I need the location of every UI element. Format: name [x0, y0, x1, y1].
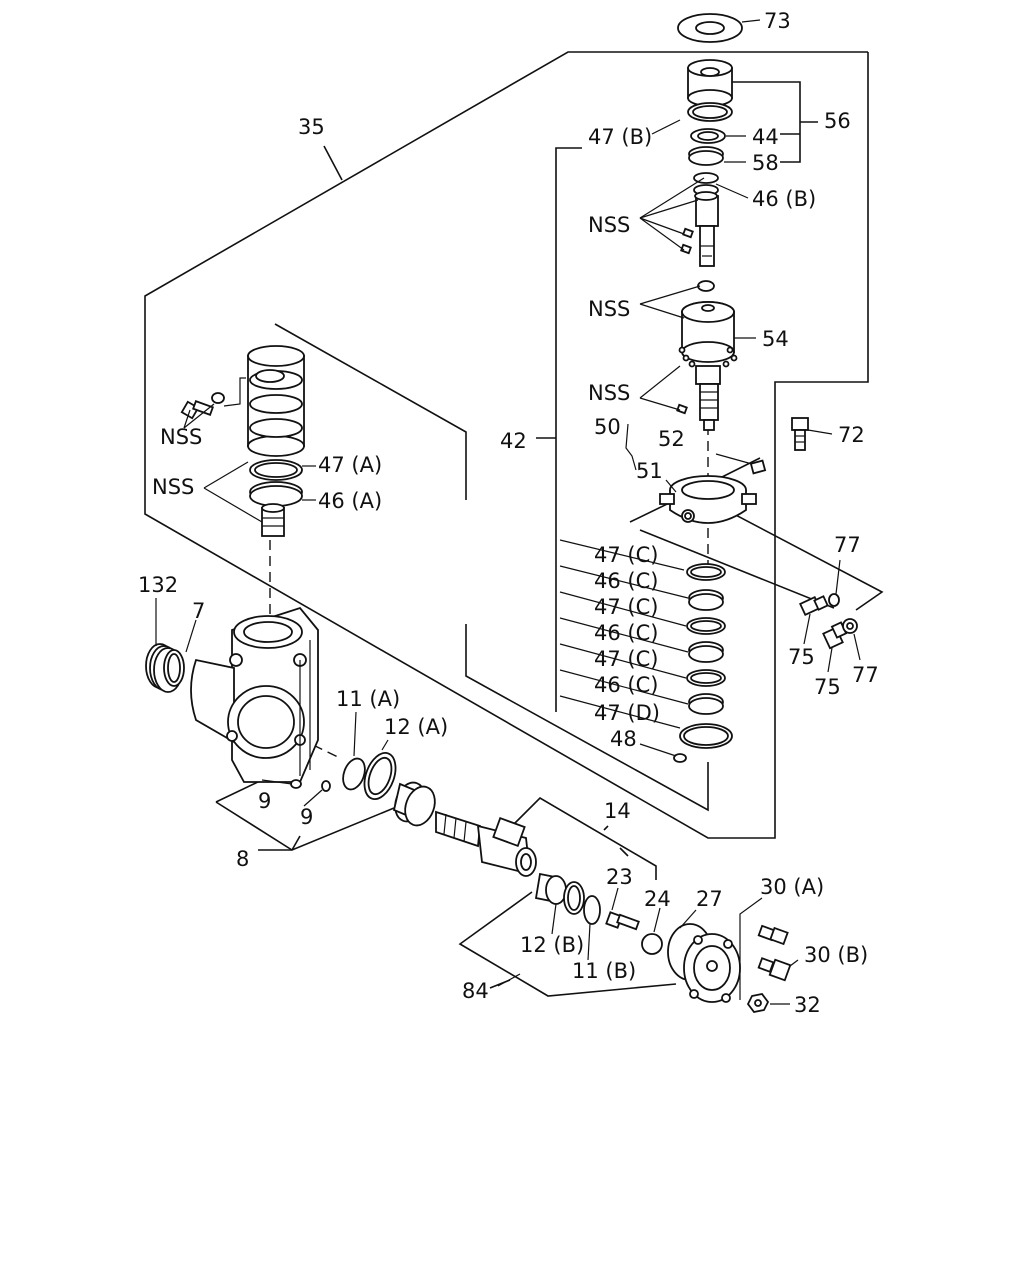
callout-11a: 11 (A) — [336, 687, 400, 711]
seal-47a — [249, 459, 303, 481]
callout-30a: 30 (A) — [760, 875, 824, 899]
rotor-54 — [678, 301, 738, 368]
callout-52: 52 — [658, 427, 685, 451]
seal-stack — [673, 563, 733, 763]
callout-84: 84 — [462, 979, 489, 1003]
callout-46c-2: 46 (C) — [594, 621, 658, 645]
callout-11b: 11 (B) — [572, 959, 636, 983]
callout-35: 35 — [298, 115, 325, 139]
ring-7 — [163, 649, 185, 687]
callout-7: 7 — [192, 599, 205, 623]
callout-nss-4: NSS — [160, 425, 202, 449]
bearing-58 — [688, 146, 724, 166]
callout-8: 8 — [236, 847, 249, 871]
callout-47c-1: 47 (C) — [594, 543, 658, 567]
callout-nss-3: NSS — [588, 381, 630, 405]
callout-46c-1: 46 (C) — [594, 569, 658, 593]
callout-73: 73 — [764, 9, 791, 33]
callout-75-a: 75 — [788, 645, 815, 669]
callout-14: 14 — [604, 799, 631, 823]
callout-77-b: 77 — [852, 663, 879, 687]
group-bracket-56 — [726, 81, 818, 163]
group-bracket-14 — [511, 796, 657, 880]
callout-32: 32 — [794, 993, 821, 1017]
spacer-24 — [641, 933, 663, 955]
callout-46c-3: 46 (C) — [594, 673, 658, 697]
small-parts-9 — [290, 779, 331, 792]
torsion-bar-spline — [676, 365, 721, 431]
plug-52 — [749, 459, 767, 475]
callout-30b: 30 (B) — [804, 943, 868, 967]
dust-seal-73 — [677, 13, 743, 43]
washer-77-b — [842, 618, 858, 634]
bolt-30a — [757, 924, 789, 946]
gear-housing — [190, 606, 319, 783]
valve-body-51 — [659, 475, 757, 524]
bolt-nss — [180, 377, 246, 420]
callout-nss-2: NSS — [588, 297, 630, 321]
nut-32 — [746, 993, 770, 1013]
callout-46b: 46 (B) — [752, 187, 816, 211]
needle-bearing — [392, 781, 436, 827]
callout-12a: 12 (A) — [384, 715, 448, 739]
callout-72: 72 — [838, 423, 865, 447]
washer-77-a — [828, 593, 840, 607]
seal-ring-47b — [687, 102, 733, 122]
ball-small — [697, 280, 715, 292]
bolt-30b — [757, 957, 792, 982]
callout-12b: 12 (B) — [520, 933, 584, 957]
callout-9-a: 9 — [258, 789, 271, 813]
group-bracket-42 — [536, 147, 582, 712]
seal-46a — [249, 481, 303, 507]
callout-47c-3: 47 (C) — [594, 647, 658, 671]
callout-50: 50 — [594, 415, 621, 439]
bearing-12b — [534, 872, 567, 905]
callout-132: 132 — [138, 573, 178, 597]
callout-47d: 47 (D) — [594, 701, 660, 725]
callout-77-a: 77 — [834, 533, 861, 557]
snap-ring-11a — [342, 757, 366, 791]
callout-9-b: 9 — [300, 805, 313, 829]
callout-51: 51 — [636, 459, 663, 483]
callout-47c-2: 47 (C) — [594, 595, 658, 619]
valve-shaft — [680, 172, 719, 267]
callout-47b: 47 (B) — [588, 125, 652, 149]
group-bracket-35 — [144, 51, 869, 839]
callout-labels: 73 56 44 58 47 (B) 46 (B) 35 NSS NSS 54 … — [138, 9, 879, 1017]
callout-75-b: 75 — [814, 675, 841, 699]
bolt-72 — [791, 417, 809, 451]
washer-44 — [690, 128, 726, 144]
leader-lines — [155, 19, 861, 1005]
oil-seal-cap — [687, 59, 733, 107]
callout-58: 58 — [752, 151, 779, 175]
callout-27: 27 — [696, 887, 723, 911]
side-cover — [683, 933, 741, 1003]
callout-23: 23 — [606, 865, 633, 889]
group-bracket-8 — [215, 779, 395, 851]
callout-47a: 47 (A) — [318, 453, 382, 477]
seal-12a — [363, 752, 397, 800]
bolt-23 — [605, 911, 640, 931]
callout-54: 54 — [762, 327, 789, 351]
sector-shaft-14 — [435, 810, 537, 877]
callout-nss-1: NSS — [588, 213, 630, 237]
piston-cover — [247, 345, 305, 457]
callout-48: 48 — [610, 727, 637, 751]
seal-ring-12b — [563, 881, 585, 915]
callout-42: 42 — [500, 429, 527, 453]
callout-44: 44 — [752, 125, 779, 149]
fitting-75-a — [799, 595, 829, 617]
callout-24: 24 — [644, 887, 671, 911]
housing-cover-outline — [274, 323, 709, 812]
valve-plunger — [261, 503, 285, 537]
callout-nss-5: NSS — [152, 475, 194, 499]
snap-ring-11b — [583, 895, 601, 925]
callout-56: 56 — [824, 109, 851, 133]
callout-46a: 46 (A) — [318, 489, 382, 513]
